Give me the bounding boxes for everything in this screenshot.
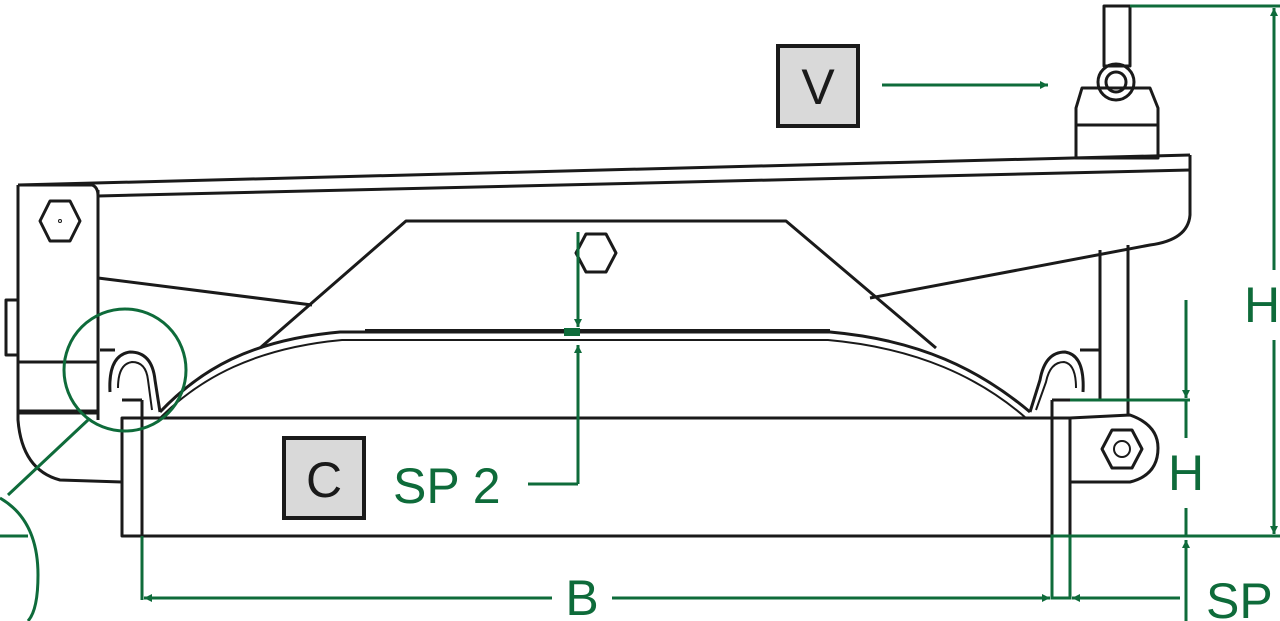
label-h-inner: H	[1168, 445, 1204, 501]
label-sp: SP	[1206, 573, 1273, 621]
central-trapezoid	[259, 219, 937, 350]
left-seal	[108, 350, 162, 413]
pivot-ring-inner	[1104, 70, 1128, 94]
lid-top-edge	[17, 153, 1191, 187]
hinge-bolt-center	[58, 219, 62, 223]
label-v-text: V	[801, 59, 835, 115]
hinge-bolt	[38, 199, 82, 243]
frame-box	[120, 416, 1072, 538]
pivot-ring-outer	[1096, 62, 1136, 102]
pivot-stem	[1102, 4, 1132, 68]
detail-circle-partial	[0, 496, 40, 621]
lid-lower-left-line	[97, 276, 313, 307]
right-hinge-bolt-ring	[1113, 440, 1131, 458]
label-v: V	[776, 44, 860, 128]
pivot-base	[1074, 123, 1160, 160]
hinge-plate-top	[18, 183, 100, 197]
detail-leader	[6, 418, 90, 497]
label-b: B	[565, 570, 598, 621]
right-seal	[1028, 350, 1085, 413]
label-c: C	[282, 436, 366, 520]
right-hinge-bolt	[1100, 428, 1144, 470]
detail-circle	[62, 307, 188, 433]
label-c-box	[282, 436, 366, 520]
cover-dome	[158, 330, 1031, 414]
cover-dome-inner	[159, 339, 1027, 419]
hinge-tab	[4, 298, 20, 357]
lid-right-end	[869, 155, 1192, 300]
lid-top-inner-edge	[97, 168, 1191, 198]
left-seal-inner	[117, 361, 153, 411]
pivot-housing	[1074, 86, 1160, 127]
label-sp2: SP 2	[393, 458, 501, 514]
sp2-gap-mark	[564, 328, 580, 336]
frame-drawing	[4, 4, 1192, 538]
hinge-plate	[16, 185, 123, 484]
b-right-ext	[1050, 534, 1072, 600]
label-c-text: C	[306, 452, 342, 508]
right-seal-inner	[1035, 361, 1077, 411]
label-v-box	[776, 44, 860, 128]
dimension-lines	[0, 4, 1280, 621]
central-bolt	[574, 232, 618, 274]
right-hinge-lug	[1069, 413, 1160, 484]
label-h-outer: H	[1244, 277, 1280, 333]
